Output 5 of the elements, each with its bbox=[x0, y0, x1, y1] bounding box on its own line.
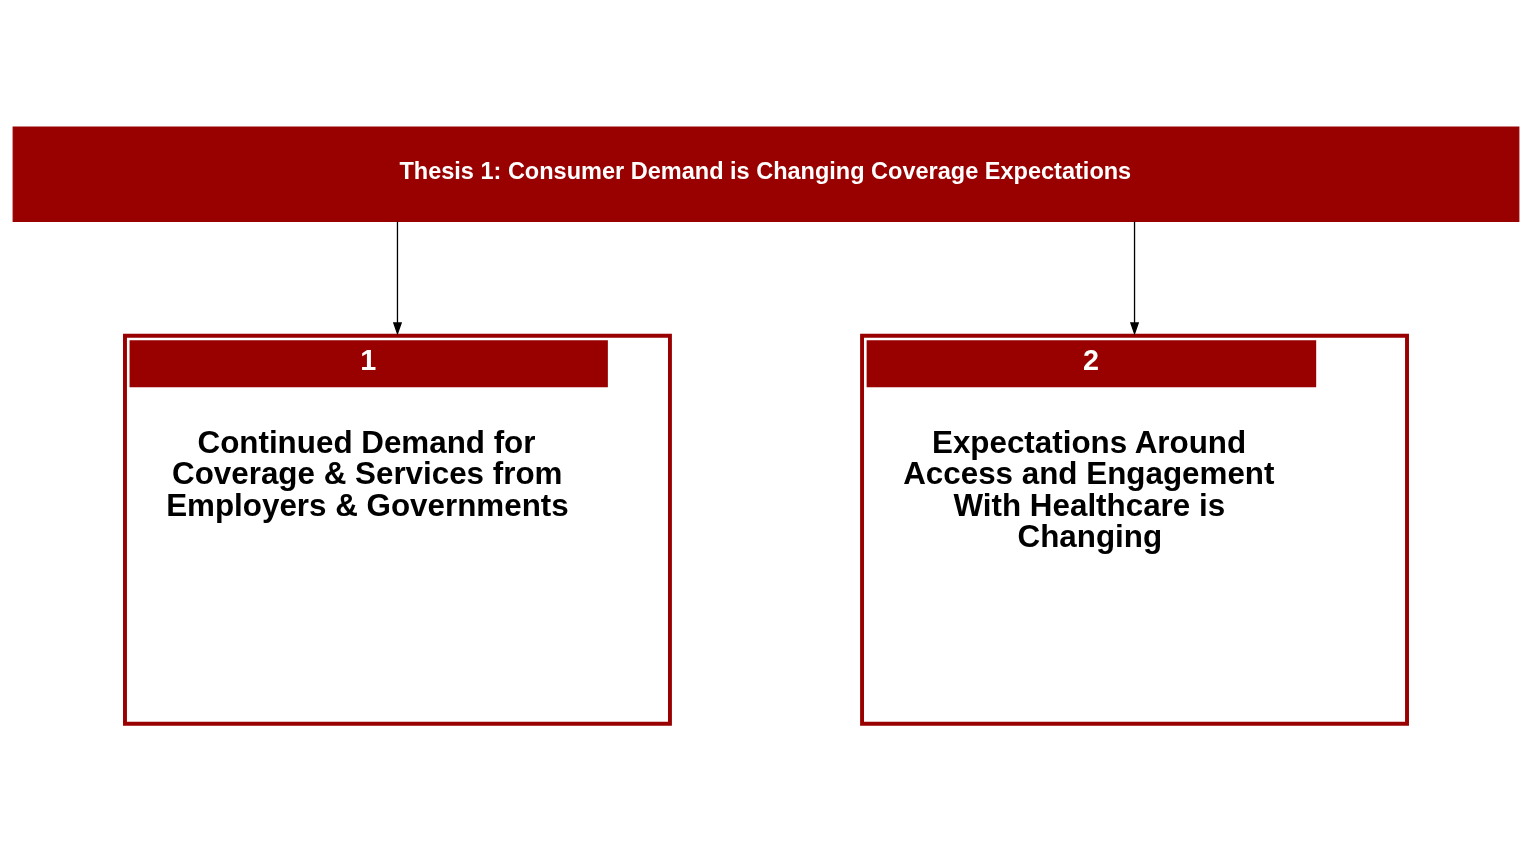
node-box: Thesis 1: Consumer Demand is Changing Coverage Expectations bbox=[12, 126, 1520, 222]
arrow bbox=[1129, 220, 1140, 335]
node-box: 1 Continued Demand for Coverage & Services from Employers & Governments bbox=[123, 333, 672, 726]
arrow bbox=[392, 220, 403, 335]
node-box: 2 Expectations Around Access and Engagement With Healthcare is Changing bbox=[860, 333, 1409, 726]
